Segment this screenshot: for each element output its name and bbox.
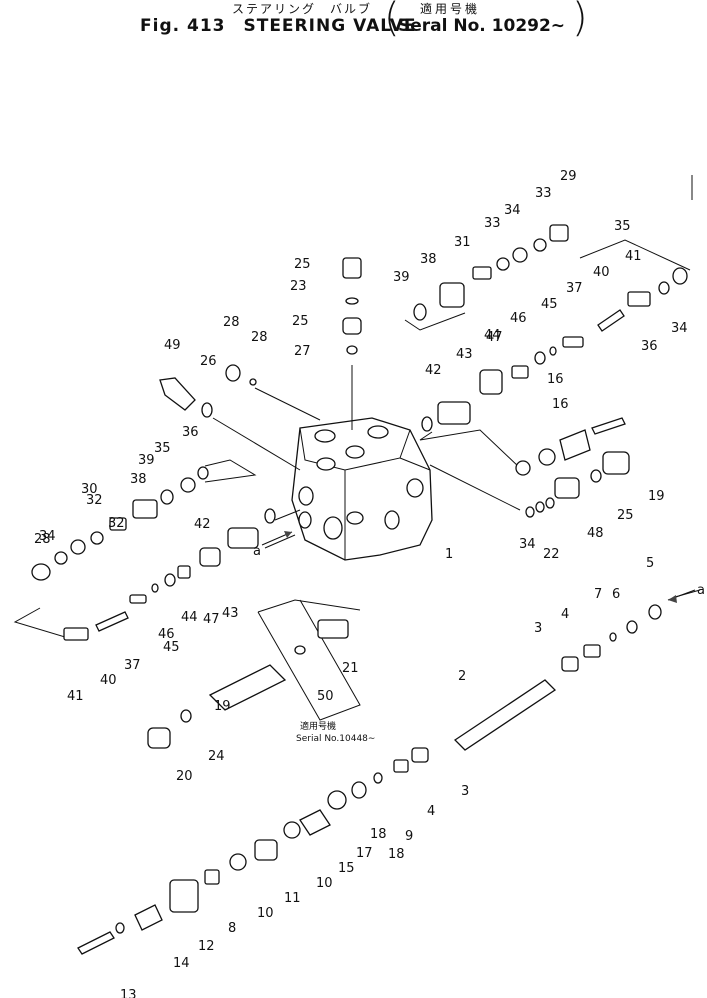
serial-jp-label: 適用号機	[420, 2, 481, 16]
callout-37: 37	[566, 281, 583, 296]
callout-28: 28	[34, 532, 51, 547]
callout-9: 9	[405, 829, 413, 844]
callout-25: 25	[292, 314, 309, 329]
callout-18: 18	[388, 847, 405, 862]
callout-3: 3	[461, 784, 469, 799]
serial-range: Seral No. 10292∼	[398, 16, 566, 36]
callout-34: 34	[39, 529, 56, 544]
serial-note: 適用号機 Serial No.10448∼	[296, 720, 375, 744]
callout-19: 19	[648, 489, 665, 504]
parts	[31, 224, 688, 955]
callout-8: 8	[228, 921, 236, 936]
figure-title: Fig. 413 STEERING VALVE	[140, 16, 417, 36]
callout-13: 13	[120, 988, 137, 998]
callout-45: 45	[163, 640, 180, 655]
callout-40: 40	[593, 265, 610, 280]
callout-47: 47	[486, 330, 503, 345]
callout-16: 16	[552, 397, 569, 412]
callout-36: 36	[182, 425, 199, 440]
callout-43: 43	[456, 347, 473, 362]
callout-29: 29	[560, 169, 577, 184]
open-paren: (	[384, 0, 400, 41]
arrow-marks: a a	[253, 531, 705, 603]
callout-32: 32	[86, 493, 103, 508]
callout-3: 3	[534, 621, 542, 636]
callout-48: 48	[587, 526, 604, 541]
callout-42: 42	[194, 517, 211, 532]
callout-22: 22	[543, 547, 560, 562]
callout-34: 34	[671, 321, 688, 336]
callout-33: 33	[484, 216, 501, 231]
callout-26: 26	[200, 354, 217, 369]
figure-name: STEERING VALVE	[243, 16, 417, 36]
callout-25: 25	[294, 257, 311, 272]
callout-41: 41	[625, 249, 642, 264]
figure-number: Fig. 413	[140, 16, 226, 36]
arrow-mark-a-left: a	[253, 544, 261, 559]
callout-14: 14	[173, 956, 190, 971]
callout-12: 12	[198, 939, 215, 954]
callout-4: 4	[561, 607, 569, 622]
callout-4: 4	[427, 804, 435, 819]
callout-23: 23	[290, 279, 307, 294]
callout-35: 35	[614, 219, 631, 234]
callout-32: 32	[108, 516, 125, 531]
note-serial: Serial No.10448∼	[296, 734, 375, 744]
callout-10: 10	[316, 876, 333, 891]
callout-10: 10	[257, 906, 274, 921]
callout-7: 7	[594, 587, 602, 602]
callout-31: 31	[454, 235, 471, 250]
callout-19: 19	[214, 699, 231, 714]
callout-40: 40	[100, 673, 117, 688]
callout-35: 35	[154, 441, 171, 456]
parts-jp-name: ステアリング バルブ	[232, 2, 373, 16]
callout-2: 2	[458, 669, 466, 684]
callout-33: 33	[535, 186, 552, 201]
callout-34: 34	[519, 537, 536, 552]
valve-body	[291, 417, 433, 561]
callout-50: 50	[317, 689, 334, 704]
callout-20: 20	[176, 769, 193, 784]
callout-28: 28	[223, 315, 240, 330]
callout-46: 46	[158, 627, 175, 642]
callout-38: 38	[130, 472, 147, 487]
callout-42: 42	[425, 363, 442, 378]
callout-44: 44	[181, 610, 198, 625]
callout-28: 28	[251, 330, 268, 345]
callout-46: 46	[510, 311, 527, 326]
callout-39: 39	[138, 453, 155, 468]
callout-1: 1	[445, 547, 453, 562]
callout-21: 21	[342, 661, 359, 676]
arrow-mark-a-right: a	[697, 583, 705, 598]
callout-17: 17	[356, 846, 373, 861]
callout-16: 16	[547, 372, 564, 387]
leader-lines	[13, 175, 701, 721]
callout-6: 6	[612, 587, 620, 602]
callout-25: 25	[617, 508, 634, 523]
callout-30: 30	[81, 482, 98, 497]
note-jp: 適用号機	[300, 720, 336, 732]
callout-37: 37	[124, 658, 141, 673]
callout-18: 18	[370, 827, 387, 842]
callout-43: 43	[222, 606, 239, 621]
callout-39: 39	[393, 270, 410, 285]
callout-11: 11	[284, 891, 301, 906]
callout-45: 45	[541, 297, 558, 312]
callout-47: 47	[203, 612, 220, 627]
callout-38: 38	[420, 252, 437, 267]
callout-41: 41	[67, 689, 84, 704]
callout-5: 5	[646, 556, 654, 571]
callout-24: 24	[208, 749, 225, 764]
callout-49: 49	[164, 338, 181, 353]
callout-15: 15	[338, 861, 355, 876]
close-paren: )	[572, 0, 588, 41]
callout-36: 36	[641, 339, 658, 354]
callout-44: 44	[484, 328, 501, 343]
callout-27: 27	[294, 344, 311, 359]
callout-34: 34	[504, 203, 521, 218]
